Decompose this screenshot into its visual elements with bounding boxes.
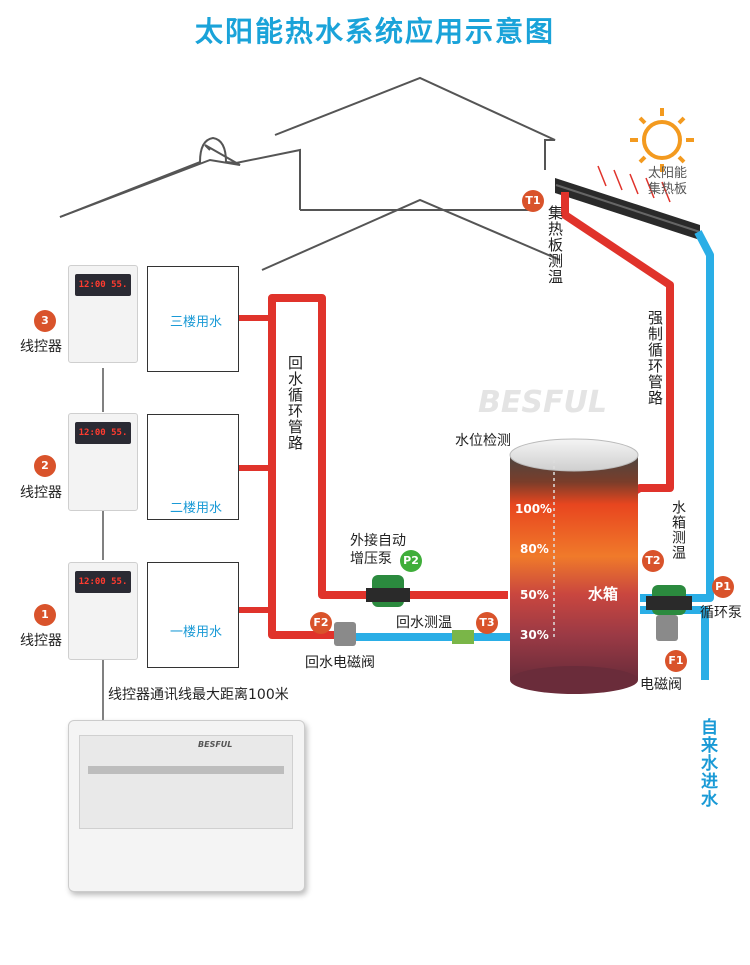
- valve-f1-badge: F1: [665, 650, 687, 672]
- pump-p2-label-line1: 外接自动: [350, 533, 406, 549]
- controller-2[interactable]: 12:00 55.: [68, 413, 138, 511]
- controller-1-label: 线控器: [20, 633, 62, 649]
- diagram-title: 太阳能热水系统应用示意图: [194, 15, 555, 48]
- room-floor3-label: 三楼用水: [168, 311, 225, 330]
- sensor-t1-badge: T1: [522, 190, 544, 212]
- water-level-label: 水位检测: [455, 433, 511, 449]
- sensor-t3-badge: T3: [476, 612, 498, 634]
- sun-icon: [630, 108, 694, 172]
- pump-p2-badge: P2: [400, 550, 422, 572]
- valve-f2-label: 回水电磁阀: [305, 655, 375, 671]
- sunlight-arrows-icon: [597, 165, 671, 203]
- terminal-strip: [88, 766, 284, 774]
- room-floor3: 三楼用水: [147, 266, 239, 372]
- pump-p1-icon: [646, 585, 692, 615]
- main-unit-panel: BESFUL: [79, 735, 293, 829]
- pump-p1-label: 循环泵: [700, 605, 742, 621]
- tank-label: 水箱: [588, 585, 619, 603]
- brand-watermark: BESFUL: [478, 385, 607, 420]
- valve-f1-label: 电磁阀: [640, 677, 682, 693]
- pump-p2-icon: [366, 575, 410, 607]
- pump-p1-badge: P1: [712, 576, 734, 598]
- controller-1-badge: 1: [34, 604, 56, 626]
- pump-p2-label: 外接自动 增压泵: [350, 532, 406, 568]
- pump-p2-label-line2: 增压泵: [350, 551, 392, 567]
- valve-f2-icon: [334, 622, 356, 646]
- controller-3-badge: 3: [34, 310, 56, 332]
- room-floor2: 二楼用水: [147, 414, 239, 520]
- main-unit-brand: BESFUL: [198, 740, 233, 749]
- room-floor2-label: 二楼用水: [168, 497, 225, 516]
- forced-loop-label: 强制循环管路: [646, 310, 664, 406]
- return-loop-hot-pipe: [268, 294, 508, 639]
- controller-2-display: 12:00 55.: [75, 422, 131, 444]
- sensor-t3-fitting: [452, 630, 474, 644]
- controller-3-label: 线控器: [20, 339, 62, 355]
- tap-inlet-label: 自来水进水: [697, 718, 717, 808]
- room-floor1-label: 一楼用水: [168, 621, 225, 640]
- tank-level-50: 50%: [520, 588, 549, 602]
- controller-3-display: 12:00 55.: [75, 274, 131, 296]
- solar-panel: [555, 178, 701, 240]
- main-control-unit: BESFUL: [68, 720, 305, 892]
- solar-label-line1: 太阳能: [648, 166, 688, 181]
- room-branch-pipes: [238, 315, 272, 613]
- controller-1-display: 12:00 55.: [75, 571, 131, 593]
- valve-f1-icon: [656, 615, 678, 641]
- tank-level-100: 100%: [515, 502, 553, 516]
- controller-3[interactable]: 12:00 55.: [68, 265, 138, 363]
- water-tank: [509, 438, 639, 694]
- sensor-t1-label: 集热板测温: [546, 205, 564, 285]
- house-outline: [59, 76, 561, 271]
- sensor-t2-badge: T2: [642, 550, 664, 572]
- solar-collector-label: 太阳能 集热板: [648, 166, 687, 198]
- sensor-t3-label: 回水测温: [396, 615, 452, 631]
- solar-label-line2: 集热板: [648, 182, 688, 197]
- controller-1[interactable]: 12:00 55.: [68, 562, 138, 660]
- valve-f2-badge: F2: [310, 612, 332, 634]
- tank-level-30: 30%: [520, 628, 549, 642]
- comm-distance-note: 线控器通讯线最大距离100米: [108, 687, 289, 703]
- tank-level-80: 80%: [520, 542, 549, 556]
- return-loop-label: 回水循环管路: [286, 355, 304, 451]
- sensor-t2-label: 水箱测温: [670, 500, 686, 560]
- room-floor1: 一楼用水: [147, 562, 239, 668]
- controller-2-badge: 2: [34, 455, 56, 477]
- controller-2-label: 线控器: [20, 485, 62, 501]
